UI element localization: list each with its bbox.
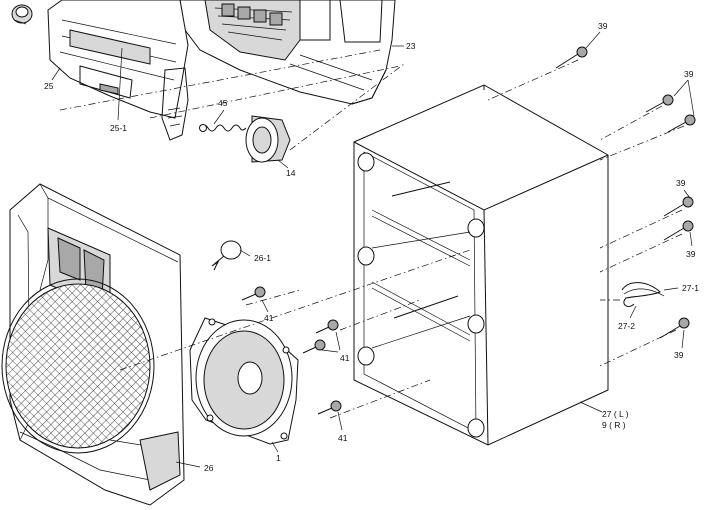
label-39-d: 39 bbox=[686, 249, 696, 259]
label-39-a: 39 bbox=[598, 21, 608, 31]
leader-lines bbox=[51, 31, 695, 468]
label-25-1: 25-1 bbox=[110, 123, 127, 133]
clip-26-1 bbox=[211, 240, 242, 271]
front-panel-console bbox=[179, 0, 396, 105]
label-39-e: 39 bbox=[674, 350, 684, 360]
speaker-grille-26 bbox=[1, 183, 185, 506]
knob-top-left bbox=[11, 4, 33, 25]
label-25: 25 bbox=[44, 81, 54, 91]
label-9-r: 9 ( R ) bbox=[602, 420, 626, 430]
part-labels: 23 25 25-1 45 14 26 26-1 1 41 41 41 39 3… bbox=[44, 21, 699, 473]
spring-45 bbox=[199, 124, 247, 132]
label-41-b: 41 bbox=[340, 353, 350, 363]
alignment-lines bbox=[59, 49, 685, 419]
knob-14 bbox=[245, 115, 291, 163]
screws-41 bbox=[241, 286, 342, 415]
label-45: 45 bbox=[218, 98, 228, 108]
label-14: 14 bbox=[286, 168, 296, 178]
label-1: 1 bbox=[276, 453, 281, 463]
front-bezel bbox=[47, 0, 189, 141]
screws-39 bbox=[555, 46, 696, 339]
wire-harness-27 bbox=[621, 282, 665, 307]
label-26: 26 bbox=[204, 463, 214, 473]
label-27-l: 27 ( L ) bbox=[602, 409, 629, 419]
label-39-b: 39 bbox=[684, 69, 694, 79]
label-23: 23 bbox=[406, 41, 416, 51]
label-27-2: 27-2 bbox=[618, 321, 635, 331]
label-39-c: 39 bbox=[676, 178, 686, 188]
label-41-a: 41 bbox=[264, 313, 274, 323]
label-26-1: 26-1 bbox=[254, 253, 271, 263]
woofer-1 bbox=[189, 317, 299, 445]
label-41-c: 41 bbox=[338, 433, 348, 443]
speaker-cabinet bbox=[353, 84, 609, 446]
label-27-1: 27-1 bbox=[682, 283, 699, 293]
